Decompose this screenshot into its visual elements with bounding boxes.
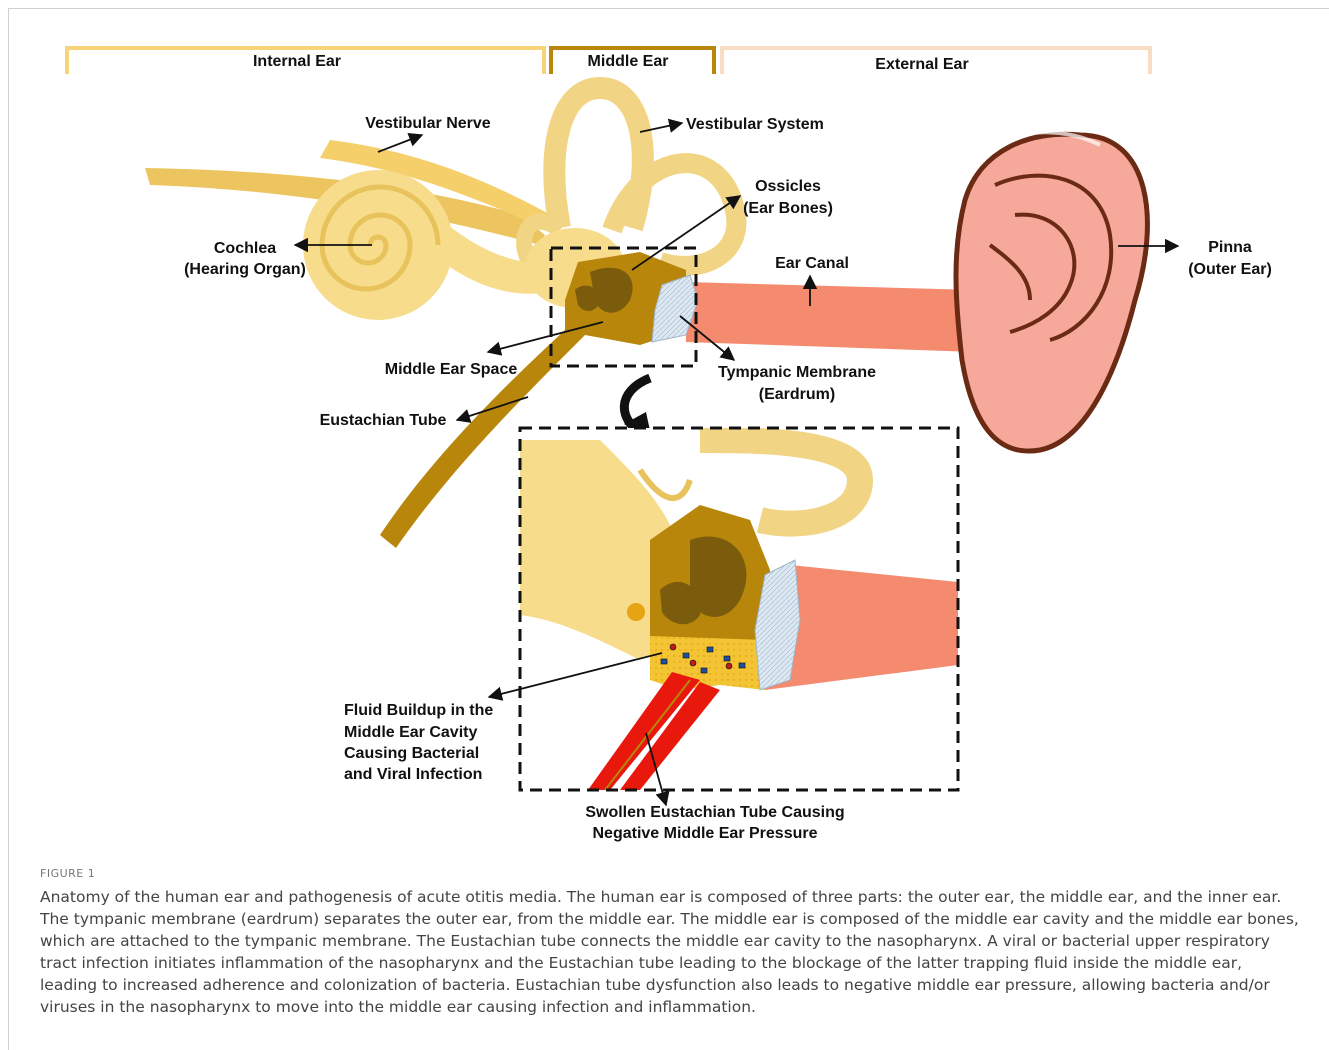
- pathogen: [690, 660, 696, 666]
- label-fluid-3: Causing Bacterial: [344, 745, 479, 762]
- pinna-shape: [956, 134, 1147, 451]
- figure-label: FIGURE 1: [40, 867, 95, 880]
- ear-anatomy-diagram: Internal Ear Middle Ear External Ear: [0, 0, 1329, 850]
- ear-canal-shape: [686, 282, 975, 352]
- pathogen: [661, 659, 667, 664]
- arrow-middle-ear-space: [488, 322, 603, 352]
- label-fluid-1: Fluid Buildup in the: [344, 702, 493, 719]
- label-ossicles: Ossicles: [755, 178, 821, 195]
- label-tympanic: Tympanic Membrane: [718, 364, 876, 381]
- section-brackets: Internal Ear Middle Ear External Ear: [67, 48, 1150, 74]
- label-ossicles-sub: (Ear Bones): [743, 200, 833, 217]
- pathogen: [724, 656, 730, 661]
- label-fluid-4: and Viral Infection: [344, 766, 482, 783]
- label-ear-canal: Ear Canal: [775, 255, 849, 272]
- pathogen: [726, 663, 732, 669]
- pathogen: [707, 647, 713, 652]
- inset-round-window: [627, 603, 645, 621]
- label-tympanic-sub: (Eardrum): [759, 386, 835, 403]
- label-eustachian-tube: Eustachian Tube: [320, 412, 447, 429]
- internal-ear-title: Internal Ear: [253, 53, 341, 70]
- label-middle-ear-space: Middle Ear Space: [385, 361, 518, 378]
- label-vestibular-system: Vestibular System: [686, 116, 824, 133]
- pathogen: [670, 644, 676, 650]
- label-cochlea-sub: (Hearing Organ): [184, 261, 306, 278]
- pathogen: [683, 653, 689, 658]
- label-swollen-1: Swollen Eustachian Tube Causing: [585, 804, 844, 821]
- label-cochlea: Cochlea: [214, 240, 276, 257]
- pathogen: [739, 663, 745, 668]
- pathogen: [701, 668, 707, 673]
- label-pinna: Pinna: [1208, 239, 1252, 256]
- label-fluid-2: Middle Ear Cavity: [344, 724, 477, 741]
- label-vestibular-nerve: Vestibular Nerve: [365, 115, 491, 132]
- figure-caption: Anatomy of the human ear and pathogenesi…: [40, 886, 1302, 1018]
- external-ear-title: External Ear: [875, 56, 968, 73]
- label-swollen-2: Negative Middle Ear Pressure: [593, 825, 818, 842]
- arrow-vestibular-nerve: [378, 135, 422, 152]
- middle-ear-title: Middle Ear: [588, 53, 669, 70]
- label-pinna-sub: (Outer Ear): [1188, 261, 1272, 278]
- zoomed-inset: [520, 428, 958, 790]
